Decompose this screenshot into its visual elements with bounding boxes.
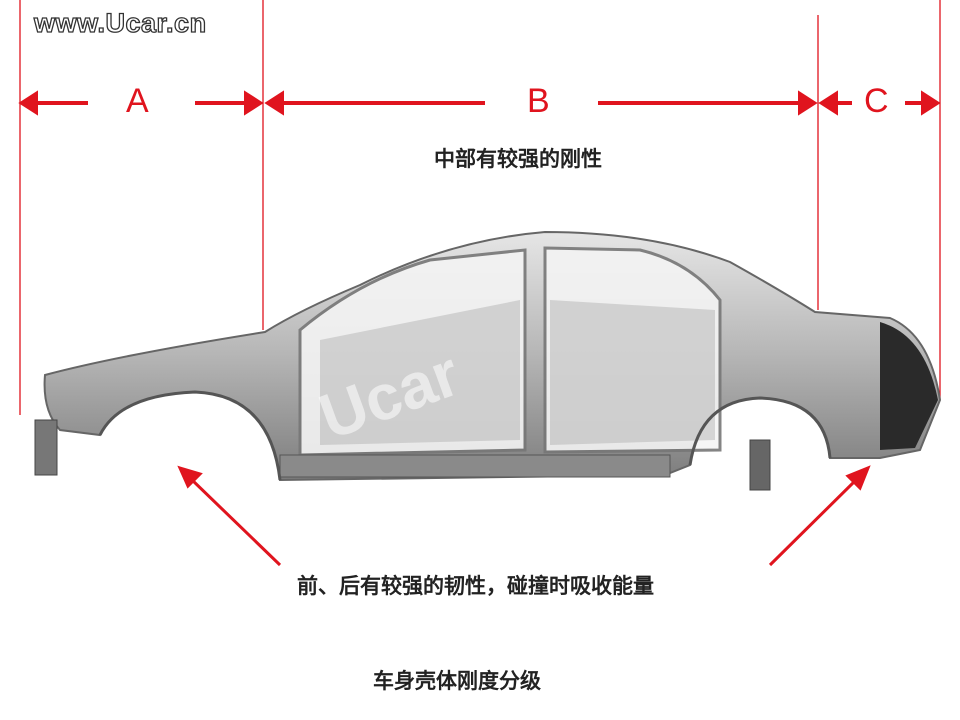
arrow-rear-pointer bbox=[768, 465, 871, 567]
diagram-title: 车身壳体刚度分级 bbox=[373, 669, 541, 693]
arrow-a bbox=[18, 90, 264, 116]
zone-a-label: A bbox=[126, 82, 149, 120]
caption-middle-rigidity: 中部有较强的刚性 bbox=[434, 147, 602, 171]
arrow-front-pointer bbox=[177, 465, 282, 567]
zone-c-label: C bbox=[864, 82, 889, 120]
site-watermark: www.Ucar.cn bbox=[33, 7, 207, 38]
arrow-c bbox=[818, 90, 941, 116]
arrow-b bbox=[264, 90, 818, 116]
car-body-shell: Ucar bbox=[34, 230, 942, 491]
zone-b-label: B bbox=[527, 82, 550, 120]
caption-front-rear-toughness: 前、后有较强的韧性，碰撞时吸收能量 bbox=[297, 574, 654, 598]
